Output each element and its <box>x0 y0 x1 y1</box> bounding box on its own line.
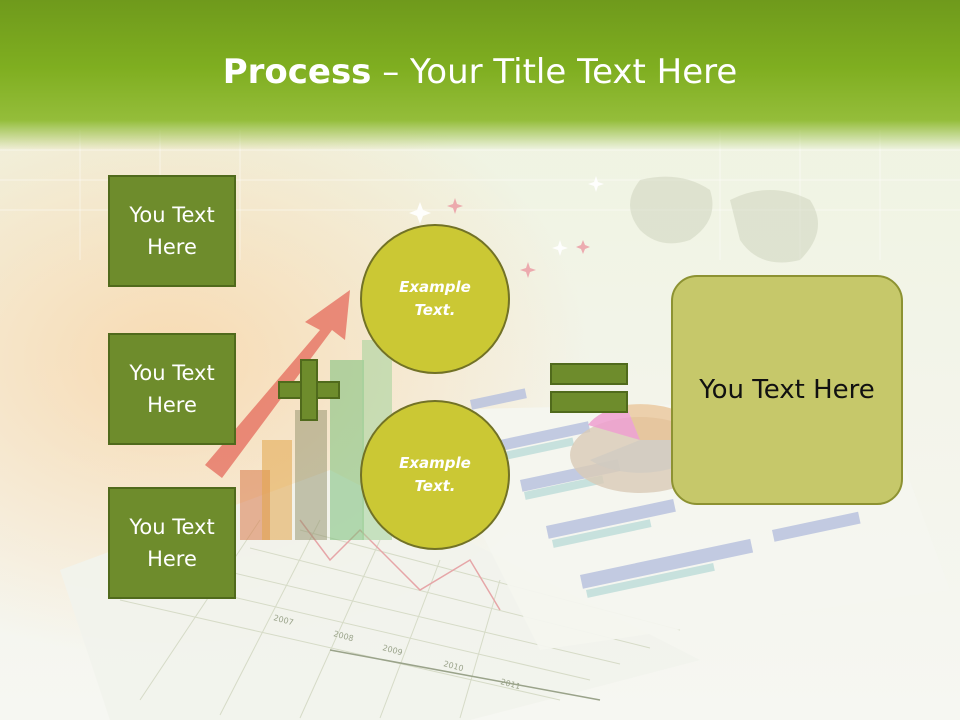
left-box-3[interactable]: You Text Here <box>108 487 236 599</box>
result-box-text: You Text Here <box>699 375 875 405</box>
left-box-1-text: You Text Here <box>129 203 215 259</box>
left-box-3-text: You Text Here <box>129 515 215 571</box>
example-circle-2[interactable]: Example Text. <box>360 400 510 550</box>
equals-bottom-bar <box>550 391 628 413</box>
plus-center <box>302 383 316 397</box>
result-box[interactable]: You Text Here <box>671 275 903 505</box>
equals-top-bar <box>550 363 628 385</box>
slide-title: Process – Your Title Text Here <box>0 52 960 92</box>
example-circle-2-text: Example Text. <box>399 454 471 495</box>
title-bar <box>0 0 960 150</box>
title-bold-text: Process <box>222 52 372 92</box>
left-box-2-text: You Text Here <box>129 361 215 417</box>
left-box-2[interactable]: You Text Here <box>108 333 236 445</box>
example-circle-1-text: Example Text. <box>399 278 471 319</box>
title-rest-text: – Your Title Text Here <box>371 52 738 92</box>
left-box-1[interactable]: You Text Here <box>108 175 236 287</box>
example-circle-1[interactable]: Example Text. <box>360 224 510 374</box>
